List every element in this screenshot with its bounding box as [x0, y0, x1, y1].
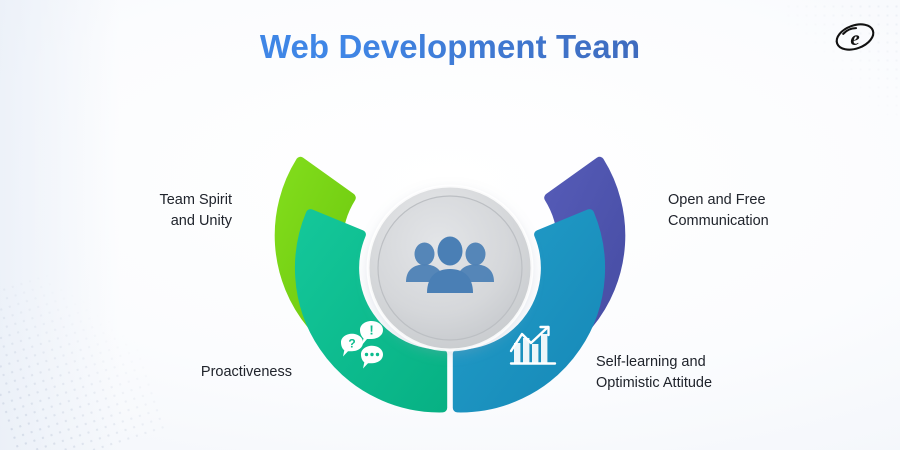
svg-text:?: ?	[348, 337, 355, 351]
svg-text:!: !	[369, 323, 373, 338]
logo-letter: e	[850, 26, 859, 50]
team-qualities-wheel: ! ?	[230, 108, 670, 428]
label-communication: Open and Free Communication	[668, 192, 769, 229]
bar-chart-growth-icon	[509, 325, 557, 365]
label-team-spirit: Team Spirit and Unity	[159, 192, 232, 229]
page-title: Web Development Team	[0, 28, 900, 66]
label-proactiveness: Proactiveness	[200, 364, 292, 380]
center-circle	[366, 184, 534, 352]
segment-proactiveness[interactable]: ! ?	[294, 209, 448, 413]
speech-bubbles-icon: ! ?	[341, 321, 383, 369]
stylized-letter-e-logo[interactable]: e	[832, 14, 878, 60]
halftone-dots-bottom-left	[0, 251, 166, 450]
segment-self-learning[interactable]	[452, 209, 606, 413]
group-of-people-icon	[406, 236, 494, 293]
label-self-learning: Self-learning and Optimistic Attitude	[596, 354, 713, 391]
